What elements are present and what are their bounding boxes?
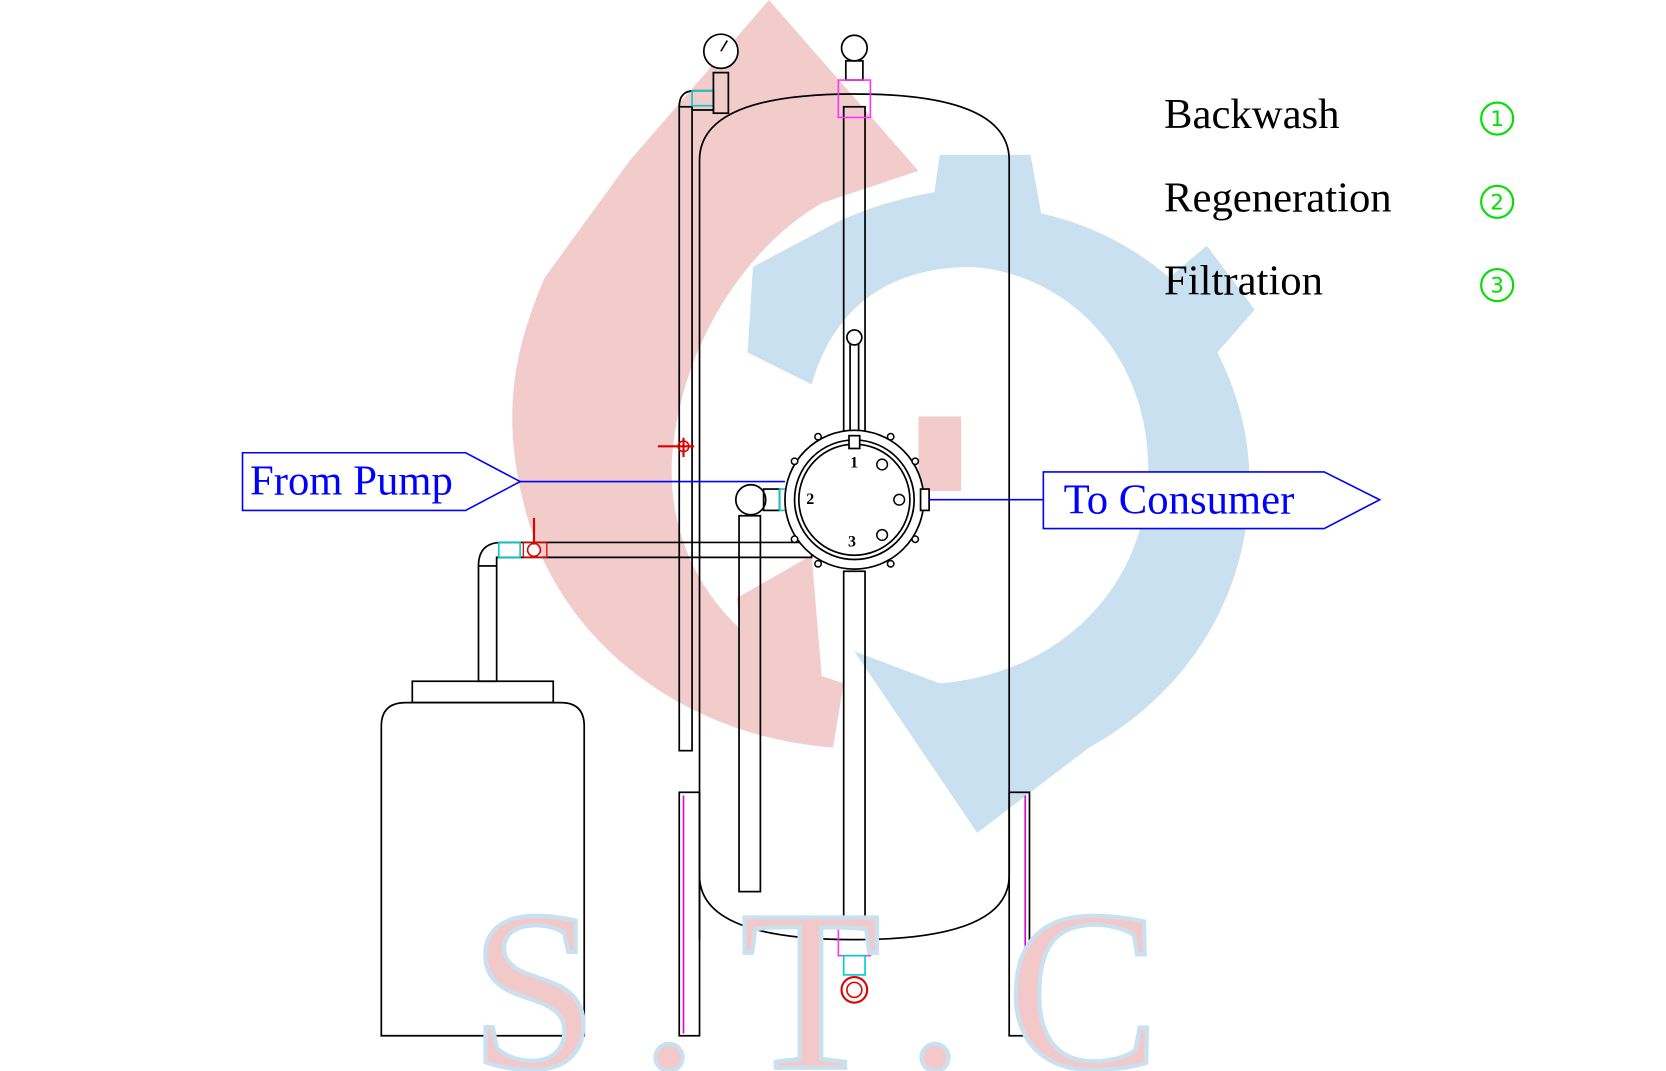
multiport-valve: 1 2 3 bbox=[784, 429, 930, 570]
watermark-text: S.T.C bbox=[470, 863, 1202, 1071]
legend-marker-1 bbox=[1480, 101, 1515, 136]
central-riser bbox=[837, 34, 872, 1004]
legend-backwash: Backwash bbox=[1164, 91, 1340, 138]
watermark-red-center bbox=[918, 416, 962, 492]
from-pump-callout: From Pump bbox=[241, 451, 785, 512]
brine-tank bbox=[380, 680, 586, 1037]
watermark-blue-gear bbox=[747, 154, 1255, 833]
watermark-red-drop bbox=[512, 0, 919, 748]
drain-valve-icon bbox=[840, 975, 869, 1004]
legend-marker-3-num: 3 bbox=[1490, 274, 1504, 299]
valve-position-1: 1 bbox=[850, 455, 858, 472]
from-pump-label: From Pump bbox=[250, 457, 453, 504]
watermark-red-inner bbox=[736, 555, 823, 695]
filter-tank bbox=[698, 93, 1011, 941]
valve-position-2: 2 bbox=[806, 491, 814, 508]
legend-marker-1-num: 1 bbox=[1490, 107, 1504, 132]
legend-marker-2 bbox=[1480, 184, 1515, 219]
valve-position-3: 3 bbox=[848, 534, 856, 551]
brine-valve-icon bbox=[526, 542, 542, 558]
watermark-logo bbox=[512, 0, 1255, 833]
legend-marker-3 bbox=[1480, 268, 1515, 303]
gauge-pipe bbox=[657, 33, 739, 752]
legend-regeneration: Regeneration bbox=[1164, 174, 1392, 221]
legend-marker-2-num: 2 bbox=[1490, 190, 1504, 215]
legend: Backwash Regeneration Filtration 1 2 3 bbox=[1164, 91, 1515, 305]
tank-legs bbox=[678, 791, 1031, 1037]
to-consumer-label: To Consumer bbox=[1064, 477, 1295, 524]
legend-filtration: Filtration bbox=[1164, 258, 1323, 305]
to-consumer-callout: To Consumer bbox=[929, 471, 1382, 530]
